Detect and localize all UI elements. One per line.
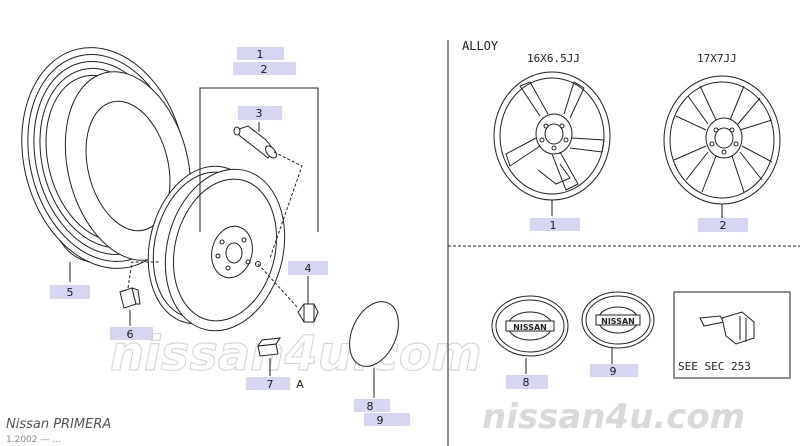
callout-5-highlight — [50, 285, 90, 299]
center-cap-8-drawing: NISSAN — [491, 295, 569, 357]
callout-9-highlight — [364, 413, 410, 426]
callout-cap-8-label: 8 — [523, 376, 530, 389]
callout-alloy-2-highlight — [698, 218, 748, 232]
lug-nut-drawing — [297, 303, 319, 323]
balance-weight-7-drawing — [256, 337, 282, 357]
callout-alloy-1-highlight — [530, 218, 580, 231]
footer-model: Nissan PRIMERA — [6, 417, 111, 432]
size-17-label: 17X7JJ — [697, 52, 737, 65]
steel-wheel-drawing — [147, 165, 286, 332]
callout-4-highlight — [288, 261, 328, 275]
callout-3: 3 — [238, 106, 282, 120]
callout-alloy-1: 1 — [530, 218, 580, 232]
callout-8-highlight — [354, 399, 390, 412]
callout-8-label: 8 — [367, 400, 374, 413]
callout-1-highlight — [237, 47, 284, 60]
footer-date: 1.2002 — ... — [6, 435, 61, 445]
svg-text:NISSAN: NISSAN — [513, 323, 547, 332]
callout-2: 2 — [233, 62, 296, 76]
callout-7-highlight — [246, 377, 290, 390]
center-cap-9-drawing: NISSAN — [581, 291, 655, 349]
callout-alloy-2-label: 2 — [720, 219, 727, 232]
callout-alloy-1-label: 1 — [550, 219, 557, 232]
callout-1: 1 — [237, 47, 284, 61]
valve-stem-drawing — [233, 125, 277, 159]
callout-4-label: 4 — [305, 262, 312, 275]
callout-2-highlight — [233, 62, 296, 75]
callout-9-label: 9 — [377, 414, 384, 427]
callout-6-label: 6 — [127, 328, 134, 341]
leader-valve-hole — [269, 151, 303, 259]
watermark-center: nissan4u.com — [110, 326, 482, 382]
callout-cap-9: 9 — [590, 364, 638, 378]
seal-ring-drawing — [349, 301, 399, 367]
callout-5-label: 5 — [67, 286, 74, 299]
watermark-bottom-right: nissan4u.com — [482, 397, 745, 437]
tpms-sensor-drawing — [699, 311, 755, 345]
callout-2-label: 2 — [261, 63, 268, 76]
alloy-wheel-17-drawing — [663, 75, 781, 205]
bracket-1-2 — [199, 87, 319, 232]
size-16-label: 16X6.5JJ — [527, 52, 580, 65]
balance-weight-6-drawing — [119, 287, 141, 309]
callout-alloy-2: 2 — [698, 218, 748, 232]
callout-4: 4 — [288, 261, 328, 275]
see-sec-box — [673, 291, 791, 379]
callout-1-label: 1 — [257, 48, 264, 61]
callout-7-suffix: A — [296, 378, 304, 391]
callout-7: 7 A — [246, 377, 304, 391]
see-sec-text: SEE SEC 253 — [678, 360, 751, 373]
callout-6-highlight — [110, 327, 153, 340]
leader-6-dash — [127, 261, 160, 289]
callout-cap-9-label: 9 — [610, 365, 617, 378]
alloy-wheel-16-drawing — [493, 71, 611, 201]
callout-cap-9-highlight — [590, 364, 638, 377]
callout-5: 5 — [50, 285, 90, 299]
callout-3-label: 3 — [256, 107, 263, 120]
callout-7-label: 7 — [267, 378, 274, 391]
alloy-title: ALLOY — [462, 39, 499, 53]
callout-cap-8: 8 — [506, 375, 548, 389]
svg-text:NISSAN: NISSAN — [601, 317, 635, 326]
callout-cap-8-highlight — [506, 375, 548, 389]
callout-3-highlight — [238, 106, 282, 120]
callout-8-9: 8 9 — [354, 399, 410, 427]
callout-6: 6 — [110, 327, 153, 341]
